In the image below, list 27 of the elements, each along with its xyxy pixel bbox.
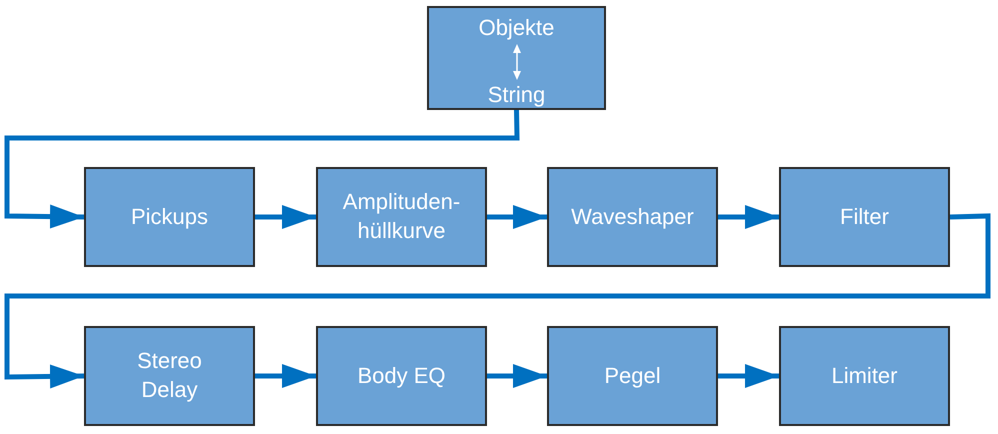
process-box: [779, 326, 950, 426]
node-label: Objekte: [478, 14, 556, 42]
process-box: [84, 326, 255, 426]
process-box: [547, 167, 718, 267]
process-box: [427, 6, 606, 110]
node-label: Amplituden-hüllkurve: [342, 188, 462, 245]
node-label: Pegel: [603, 362, 662, 390]
arrow: [4, 110, 520, 229]
arrow: [487, 205, 547, 229]
node-label: Filter: [839, 202, 890, 231]
arrow: [718, 364, 779, 388]
node-label: String: [486, 80, 546, 109]
node-label: Limiter: [830, 362, 898, 390]
process-box: [316, 167, 487, 267]
node-label: Waveshaper: [570, 202, 695, 231]
arrow: [487, 364, 547, 388]
arrow: [255, 205, 316, 229]
node-label: Pickups: [130, 202, 210, 231]
process-box: [84, 167, 255, 267]
node-label: Stereo Delay: [136, 347, 203, 404]
arrow: [718, 205, 779, 229]
process-box: [547, 326, 718, 426]
arrow: [4, 213, 990, 388]
arrow: [255, 364, 316, 388]
process-box: [779, 167, 950, 267]
node-label: Body EQ: [356, 362, 447, 390]
process-box: [316, 326, 487, 426]
